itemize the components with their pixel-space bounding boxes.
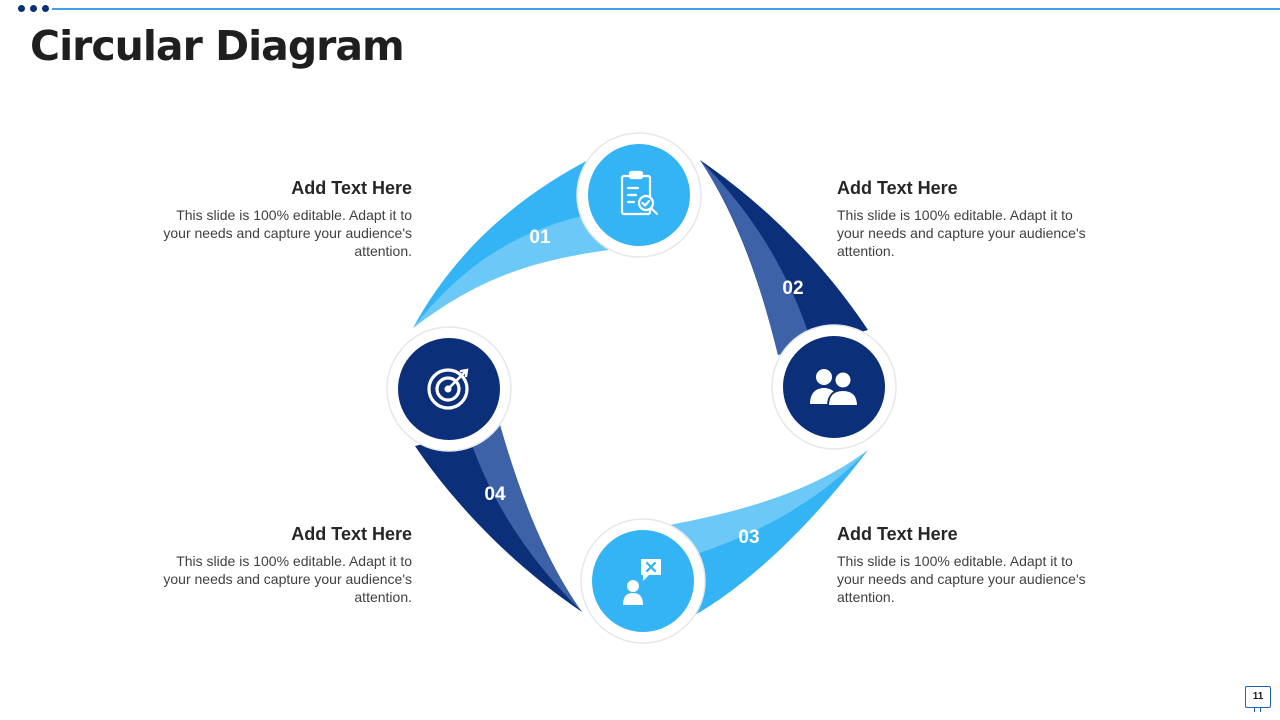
text-block-heading: Add Text Here: [291, 178, 412, 198]
target-icon: [427, 368, 469, 410]
dot: [42, 5, 49, 12]
segment-04: [415, 425, 582, 612]
text-block-body: This slide is 100% editable. Adapt it to…: [837, 553, 1086, 605]
header-dots: [18, 5, 49, 12]
segment-03: [670, 450, 868, 615]
node-02: [771, 324, 897, 450]
text-block-body: This slide is 100% editable. Adapt it to…: [163, 553, 412, 605]
page-number: 11: [1245, 686, 1271, 712]
text-block-body: This slide is 100% editable. Adapt it to…: [163, 207, 412, 259]
person-chat-icon: [623, 559, 661, 605]
step-number-01: 01: [529, 227, 551, 248]
clipboard-search-icon: [620, 170, 659, 216]
node-01-fill: [588, 144, 690, 246]
text-block-heading: Add Text Here: [291, 524, 412, 544]
segment-01: [413, 158, 608, 328]
text-block-02: Add Text Here This slide is 100% editabl…: [837, 178, 1097, 260]
step-number-04: 04: [484, 484, 506, 505]
dot: [30, 5, 37, 12]
text-block-01: Add Text Here This slide is 100% editabl…: [152, 178, 412, 260]
text-block-heading: Add Text Here: [837, 524, 958, 544]
header-rule: [52, 8, 1280, 10]
node-04: [386, 326, 512, 452]
node-03: [580, 518, 706, 644]
dot: [18, 5, 25, 12]
node-01: [576, 132, 702, 258]
step-number-03: 03: [738, 527, 759, 548]
step-number-02: 02: [782, 278, 803, 299]
text-block-03: Add Text Here This slide is 100% editabl…: [837, 524, 1097, 606]
text-block-body: This slide is 100% editable. Adapt it to…: [837, 207, 1086, 259]
node-02-fill: [783, 336, 885, 438]
users-icon: [810, 369, 860, 407]
text-block-heading: Add Text Here: [837, 178, 958, 198]
segment-02: [700, 160, 868, 355]
page-title: Circular Diagram: [30, 22, 405, 70]
text-block-04: Add Text Here This slide is 100% editabl…: [152, 524, 412, 606]
